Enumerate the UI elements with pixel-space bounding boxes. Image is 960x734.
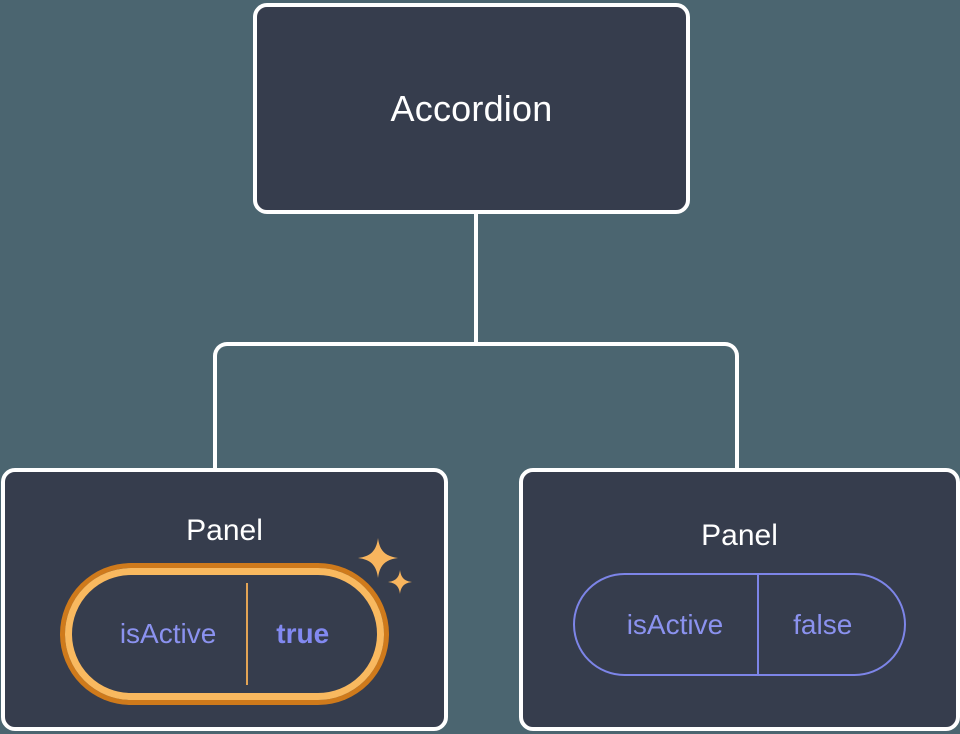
prop-pill-wrapper-inactive: isActive false xyxy=(572,573,907,676)
tree-node-panel-active-title: Panel xyxy=(186,514,263,547)
tree-node-accordion[interactable]: Accordion xyxy=(253,3,690,214)
sparkle-large-icon xyxy=(358,538,399,578)
sparkle-small-icon xyxy=(388,570,413,594)
tree-node-panel-active[interactable]: Panel isActive true xyxy=(1,468,448,731)
prop-key: isActive xyxy=(626,608,724,640)
edge-branch-bracket xyxy=(213,342,739,472)
tree-node-panel-inactive-title: Panel xyxy=(701,519,778,552)
prop-pill-isactive-false[interactable]: isActive false xyxy=(572,573,907,676)
edge-root-to-branch xyxy=(474,211,478,344)
prop-value: true xyxy=(246,575,377,693)
prop-value: false xyxy=(757,575,904,674)
tree-node-panel-inactive[interactable]: Panel isActive false xyxy=(519,468,960,731)
prop-pill-wrapper-active: isActive true xyxy=(64,538,413,700)
prop-pill-isactive-true[interactable]: isActive true xyxy=(64,568,385,700)
prop-key: isActive xyxy=(119,618,217,649)
tree-node-accordion-title: Accordion xyxy=(390,87,553,129)
